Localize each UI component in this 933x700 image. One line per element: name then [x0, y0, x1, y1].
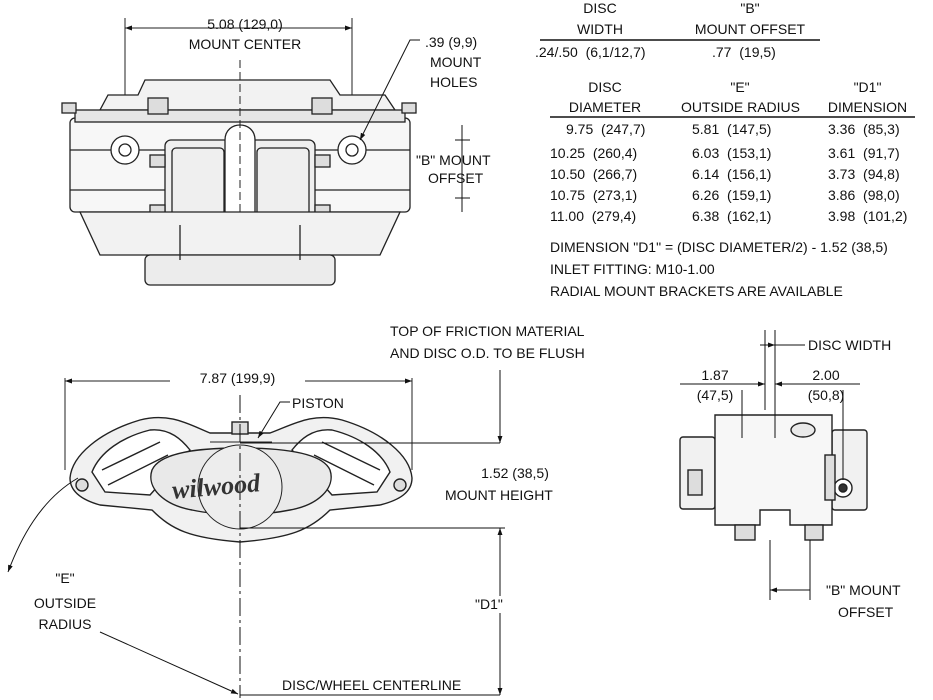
row-radius: 5.81 (147,5)	[692, 121, 772, 137]
note-radial-brackets: RADIAL MOUNT BRACKETS ARE AVAILABLE	[550, 283, 843, 299]
table2-head-e-1: "E"	[730, 79, 750, 95]
row-radius: 6.03 (153,1)	[692, 145, 772, 161]
row-d1: 3.73 (94,8)	[828, 166, 900, 182]
mount-holes-label-1: MOUNT	[430, 54, 482, 70]
friction-note-1: TOP OF FRICTION MATERIAL	[390, 323, 585, 339]
row-diameter: 10.75 (273,1)	[550, 187, 638, 203]
top-view-caliper	[61, 18, 417, 286]
mount-center-label: MOUNT CENTER	[188, 36, 302, 52]
b-offset-label-top-2: OFFSET	[428, 170, 484, 186]
note-d1-formula: DIMENSION "D1" = (DISC DIAMETER/2) - 1.5…	[550, 239, 888, 255]
row-d1: 3.86 (98,0)	[828, 187, 900, 203]
end-dim-left-1: 1.87	[701, 367, 729, 383]
side-view-caliper	[64, 378, 413, 543]
table2-head-d1-2: DIMENSION	[827, 99, 908, 115]
row-radius: 6.14 (156,1)	[692, 166, 772, 182]
piston-label: PISTON	[292, 395, 344, 411]
e-label-2: OUTSIDE	[33, 595, 97, 611]
e-label-3: RADIUS	[38, 616, 92, 632]
row-radius: 6.26 (159,1)	[692, 187, 772, 203]
e-label-1: "E"	[55, 570, 75, 586]
table2-head-diam-2: DIAMETER	[568, 99, 642, 115]
mount-height-dim: 1.52 (38,5)	[481, 465, 549, 481]
centerline-label: DISC/WHEEL CENTERLINE	[282, 677, 462, 693]
table2-head-e-2: OUTSIDE RADIUS	[680, 99, 800, 115]
b-offset-label-top-1: "B" MOUNT	[416, 152, 491, 168]
row-diameter: 10.50 (266,7)	[550, 166, 638, 182]
end-dim-right-2: (50,8)	[807, 387, 845, 403]
d1-label: "D1"	[475, 596, 503, 613]
table1-head-width-1: DISC	[583, 0, 617, 16]
friction-note-2: AND DISC O.D. TO BE FLUSH	[390, 345, 585, 361]
mount-holes-dim: .39 (9,9)	[425, 34, 478, 50]
mount-holes-label-2: HOLES	[430, 74, 478, 90]
table2-head-diam-1: DISC	[588, 79, 622, 95]
row-diameter: 11.00 (279,4)	[550, 208, 637, 224]
row-d1: 3.36 (85,3)	[828, 121, 900, 137]
row-radius: 6.38 (162,1)	[692, 208, 772, 224]
row-d1: 3.98 (101,2)	[828, 208, 908, 224]
length-dim: 7.87 (199,9)	[170, 370, 305, 387]
b-offset-label-end-1: "B" MOUNT	[826, 582, 901, 598]
row-diameter: 10.25 (260,4)	[550, 145, 638, 161]
table1-row-offset: .77 (19,5)	[712, 44, 776, 60]
row-diameter: 9.75 (247,7)	[566, 121, 646, 137]
row-d1: 3.61 (91,7)	[828, 145, 900, 161]
end-view-caliper	[679, 414, 868, 541]
mount-height-label: MOUNT HEIGHT	[445, 487, 553, 503]
table1-head-b-1: "B"	[740, 0, 760, 16]
end-dim-left-2: (47,5)	[696, 387, 734, 403]
table2-head-d1-1: "D1"	[853, 79, 882, 95]
mount-center-dim: 5.08 (129,0)	[207, 16, 283, 32]
table1-head-width-2: WIDTH	[577, 21, 623, 37]
end-dim-right-1: 2.00	[812, 367, 840, 383]
note-inlet-fitting: INLET FITTING: M10-1.00	[550, 261, 715, 277]
table1-row-width: .24/.50 (6,1/12,7)	[535, 44, 646, 60]
table1-head-b-2: MOUNT OFFSET	[694, 21, 806, 37]
b-offset-label-end-2: OFFSET	[838, 604, 894, 620]
disc-width-label: DISC WIDTH	[808, 337, 892, 353]
